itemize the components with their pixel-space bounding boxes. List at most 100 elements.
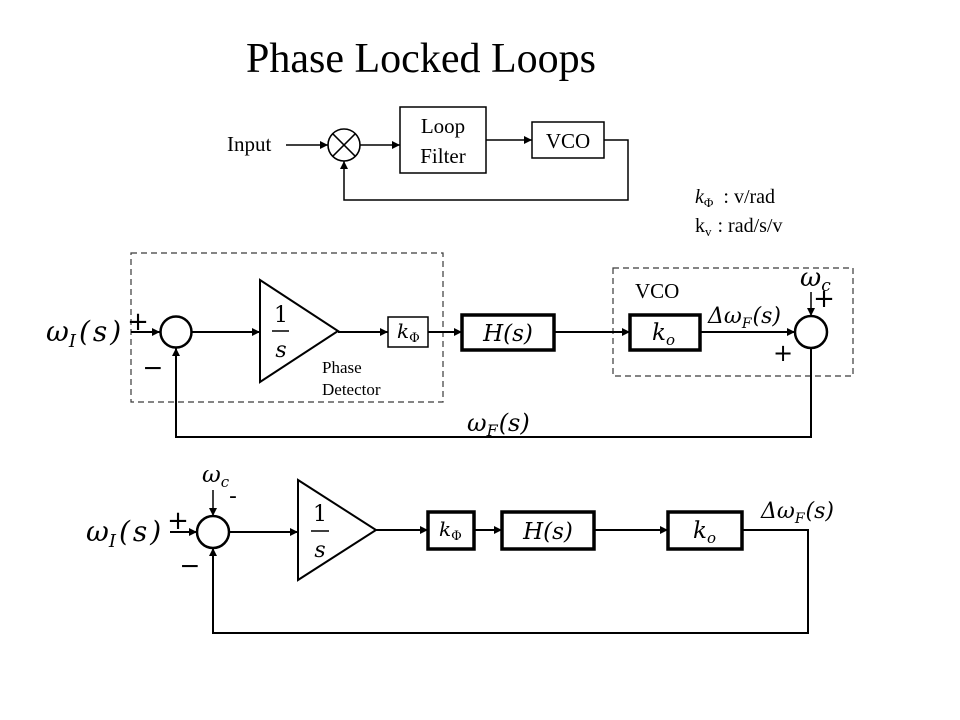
phase-detector-label-line2: Detector: [322, 380, 381, 399]
gain-subscript: o: [666, 331, 675, 349]
loop-filter-box: [399, 106, 487, 174]
phase-detector-dashed-region: [130, 252, 444, 403]
vco-dashed-region: [612, 267, 854, 377]
gain-subscript: o: [707, 529, 716, 547]
vco-block: VCO: [531, 121, 605, 159]
signal-subscript: F: [794, 511, 806, 527]
loop-filter-block: H(s): [460, 313, 556, 352]
loop-filter-label-line1: Loop: [421, 114, 465, 138]
integrator-denominator: s: [314, 538, 325, 563]
plus-sign: +: [773, 339, 793, 367]
k-o-block: ko: [628, 313, 702, 352]
feedback-path: [172, 348, 812, 438]
integrator-numerator: 1: [313, 502, 327, 527]
signal-subscript: I: [108, 531, 117, 552]
loop-filter-label: H(s): [522, 519, 573, 545]
feedback-signal-label: ωF(s): [467, 409, 530, 440]
vco-output-label: ΔωF(s): [707, 304, 781, 332]
center-frequency-label: ωc: [202, 462, 230, 491]
signal-symbol: Δω: [760, 499, 795, 524]
feedback-path: [209, 529, 809, 634]
k-phi-box: [387, 316, 429, 348]
k-phi-label: kΦ: [397, 319, 420, 346]
k-phi-label: kΦ: [439, 517, 462, 544]
k-phi-block: kΦ: [387, 316, 429, 348]
vco-label: VCO: [635, 279, 679, 303]
k-phi-block: kΦ: [426, 510, 476, 551]
output-signal-label: ΔωF(s): [760, 499, 834, 527]
signal-argument: (s): [753, 304, 781, 329]
slide-title: Phase Locked Loops: [246, 36, 596, 82]
gain-subscript: Φ: [451, 529, 462, 544]
k-o-block: ko: [666, 510, 744, 551]
loop-filter-box: [460, 313, 556, 352]
signal-symbol: ω: [86, 515, 109, 548]
gain-symbol: k: [652, 320, 666, 346]
input-label: Input: [227, 132, 271, 156]
signal-subscript: c: [821, 276, 831, 296]
gain-symbol: k: [439, 517, 451, 541]
k-o-label: ko: [652, 320, 675, 349]
integrator-block: 1 s: [259, 278, 340, 384]
loop-filter-block: Loop Filter: [399, 106, 487, 174]
minus-sign: -: [229, 484, 237, 509]
signal-symbol: ω: [467, 409, 487, 437]
input-signal-label: ωI(s): [46, 315, 124, 352]
loop-filter-block: H(s): [500, 510, 596, 551]
vco-label: VCO: [546, 129, 590, 153]
bottom-diagram: ωI(s) + − ωc - 1 s kΦ H(s) ko ΔωF: [86, 462, 834, 634]
input-signal-label: ωI(s): [86, 515, 164, 552]
gain-symbol: k: [693, 518, 707, 544]
gain-subscript: Φ: [409, 331, 420, 346]
summing-junction-input: [159, 315, 193, 349]
signal-subscript: I: [68, 331, 77, 352]
minus-sign: −: [180, 551, 201, 580]
integrator-triangle: [297, 478, 378, 582]
signal-symbol: ω: [46, 315, 69, 348]
legend-item-k-v: kv : rad/s/v: [695, 215, 783, 239]
legend: kΦ: v/rad kv: rad/s/v: [695, 186, 783, 239]
mixer-node: [327, 128, 361, 162]
plus-sign: +: [127, 307, 149, 337]
mixer-cross-line: [332, 133, 356, 157]
signal-argument: (s): [119, 515, 164, 548]
gain-symbol: k: [397, 319, 409, 343]
signal-symbol: ω: [800, 263, 821, 293]
legend-definition: : v/rad: [723, 186, 775, 208]
signal-subscript: F: [486, 421, 499, 440]
loop-filter-label-line2: Filter: [420, 144, 466, 168]
signal-argument: (s): [806, 499, 834, 524]
plus-sign: +: [167, 506, 189, 536]
summing-junction-input: [195, 514, 231, 550]
minus-sign: −: [143, 353, 164, 382]
k-o-label: ko: [693, 518, 716, 547]
feedback-path: [340, 139, 629, 201]
signal-subscript: F: [741, 316, 753, 332]
loop-filter-label: H(s): [482, 321, 533, 347]
center-frequency-label: ωc: [800, 263, 831, 296]
loop-filter-box: [500, 510, 596, 551]
integrator-triangle: [259, 278, 340, 384]
plus-sign: +: [813, 284, 835, 314]
legend-symbol: k: [695, 186, 705, 208]
integrator-denominator: s: [275, 338, 286, 363]
legend-definition: : rad/s/v: [718, 215, 783, 237]
legend-symbol: k: [695, 215, 705, 237]
signal-symbol: ω: [202, 462, 221, 488]
signal-symbol: Δω: [707, 304, 742, 329]
signal-argument: (s): [499, 409, 530, 437]
integrator-numerator: 1: [274, 303, 288, 328]
legend-item-k-phi: kΦ : v/rad: [695, 186, 775, 210]
k-o-box: [666, 510, 744, 551]
integrator-block: 1 s: [297, 478, 378, 582]
signal-subscript: c: [221, 473, 230, 491]
summing-junction-center-frequency: [793, 314, 829, 350]
signal-argument: (s): [79, 315, 124, 348]
top-diagram: Input Loop Filter VCO: [227, 106, 629, 201]
phase-detector-label-line1: Phase: [322, 358, 362, 377]
legend-subscript: v: [705, 224, 712, 239]
vco-box: [531, 121, 605, 159]
middle-diagram: ωI(s) + − 1 s Phase Detector kΦ H(s) VCO…: [46, 252, 854, 440]
legend-subscript: Φ: [704, 195, 714, 210]
